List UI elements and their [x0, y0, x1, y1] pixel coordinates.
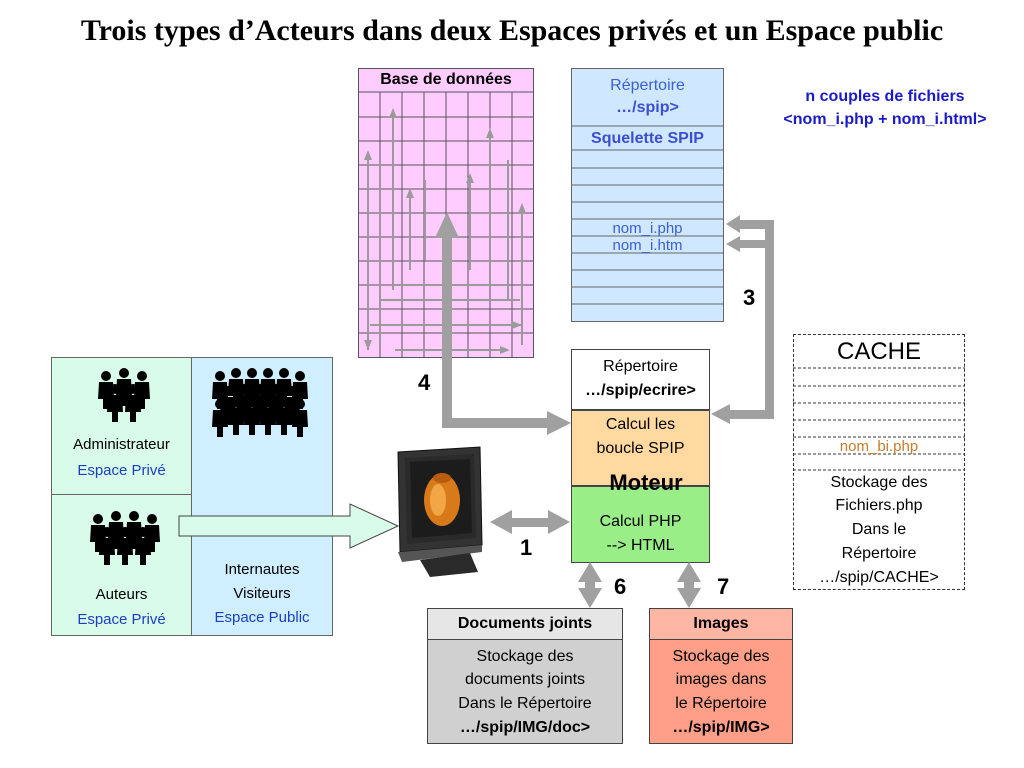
- actors-to-screen-arrow: [178, 503, 400, 549]
- squelette-file-htm: nom_i.htm: [612, 237, 683, 254]
- page-title: Trois types d’Acteurs dans deux Espaces …: [80, 14, 944, 47]
- documents-desc-1: Stockage des: [476, 648, 574, 665]
- squelette-box: [571, 68, 724, 322]
- arrow-7: [677, 562, 701, 608]
- engine-dir-path: …/spip/ecrire>: [585, 382, 696, 399]
- monitor-icon: [397, 446, 483, 577]
- documents-desc-4: …/spip/IMG/doc>: [459, 719, 591, 736]
- arrow-3: [711, 215, 774, 424]
- images-desc-2: images dans: [675, 671, 767, 688]
- engine-moteur: Moteur: [609, 470, 683, 495]
- engine-calc-loop-1: Calcul les: [605, 416, 676, 433]
- documents-desc-3: Dans le Répertoire: [458, 695, 592, 712]
- cache-desc-4: Répertoire: [841, 545, 917, 562]
- cache-desc-3: Dans le: [851, 521, 907, 538]
- documents-header: Documents joints: [457, 615, 593, 632]
- documents-header-box: [427, 608, 623, 640]
- cache-desc-1: Stockage des: [830, 474, 928, 491]
- engine-loop-box: [571, 410, 710, 486]
- engine-calc-php-1: Calcul PHP: [599, 513, 682, 530]
- authors-box: [51, 494, 192, 636]
- images-desc-3: le Répertoire: [675, 695, 767, 712]
- images-desc-4: …/spip/IMG>: [672, 719, 770, 736]
- engine-calc-php-2: --> HTML: [606, 537, 675, 554]
- squelette-header: Squelette SPIP: [591, 130, 704, 147]
- arrow-4: [435, 212, 571, 435]
- arrow-1: [490, 510, 570, 534]
- images-header-box: [649, 608, 793, 640]
- label-7: 7: [717, 574, 730, 599]
- note-line2: <nom_i.php + nom_i.html>: [783, 111, 987, 128]
- database-header: Base de données: [380, 71, 512, 88]
- engine-dir-box: [571, 349, 710, 410]
- label-6: 6: [614, 574, 627, 599]
- engine-php-box: [571, 486, 710, 563]
- authors-space: Espace Privé: [77, 611, 166, 628]
- visitors-line2: Visiteurs: [233, 585, 291, 602]
- documents-desc-2: documents joints: [464, 671, 586, 688]
- label-3: 3: [743, 285, 756, 310]
- label-1: 1: [520, 535, 533, 560]
- cache-desc-2: Fichiers.php: [835, 497, 923, 514]
- cache-box: [793, 334, 965, 590]
- admin-label: Administrateur: [73, 436, 170, 453]
- authors-label: Auteurs: [95, 586, 148, 603]
- cache-file: nom_bi.php: [839, 438, 919, 455]
- cache-header: CACHE: [836, 338, 921, 365]
- cache-desc-5: …/spip/CACHE>: [819, 569, 939, 586]
- images-desc-1: Stockage des: [672, 648, 770, 665]
- visitors-line1: Internautes: [224, 561, 300, 578]
- admin-space: Espace Privé: [77, 462, 166, 479]
- visitors-space: Espace Public: [214, 609, 310, 626]
- squelette-file-php: nom_i.php: [612, 220, 683, 237]
- engine-dir-label: Répertoire: [603, 358, 678, 375]
- images-header: Images: [693, 615, 749, 632]
- note-line1: n couples de fichiers: [805, 88, 965, 105]
- squelette-dir-label: Répertoire: [610, 77, 685, 94]
- arrow-6: [578, 562, 602, 608]
- squelette-dir-path: …/spip>: [616, 99, 679, 116]
- label-4: 4: [418, 370, 431, 395]
- engine-calc-loop-2: boucle SPIP: [596, 440, 685, 457]
